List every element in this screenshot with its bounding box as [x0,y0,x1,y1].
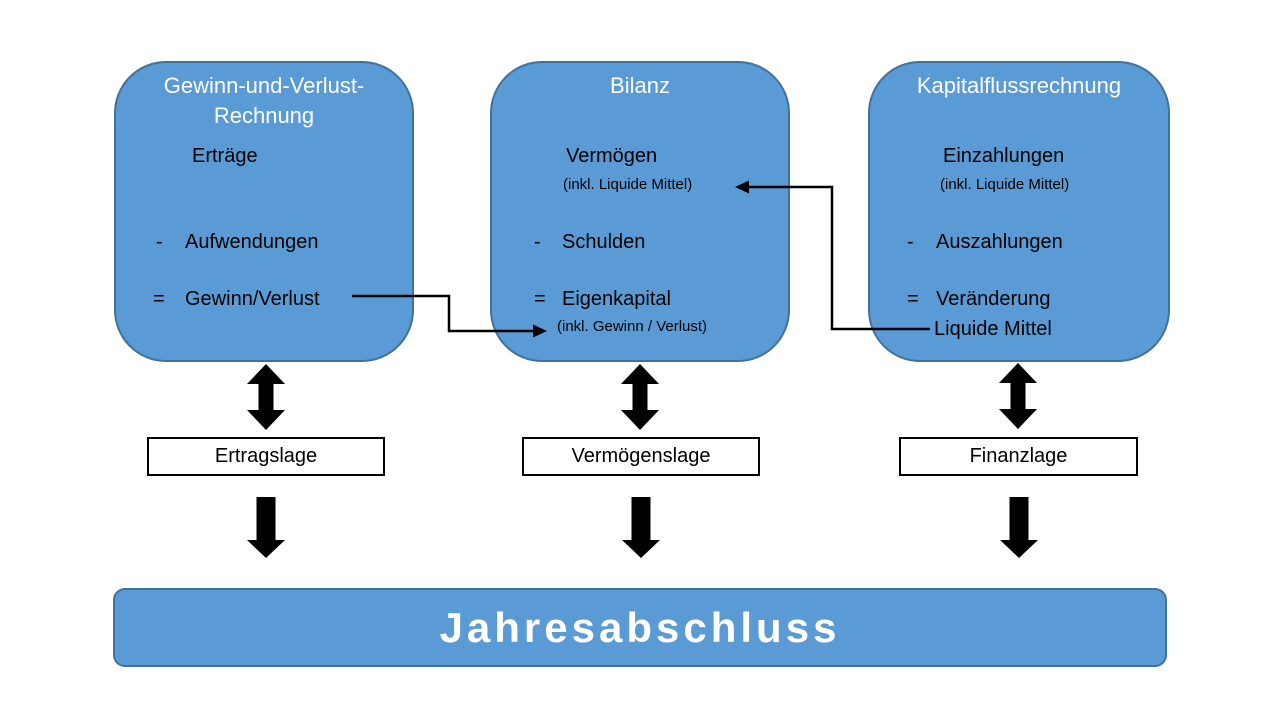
panel-title-line: Bilanz [610,73,670,98]
row-auszahlungen: Auszahlungen [936,231,1063,253]
jahresabschluss-banner: Jahresabschluss [113,588,1167,667]
panel-title-kapitalfluss: Kapitalflussrechnung [870,71,1168,101]
note-inkl-liquide-mittel: (inkl. Liquide Mittel) [563,176,693,193]
row-operator-minus: - [907,231,914,253]
note-inkl-liquide-mittel: (inkl. Liquide Mittel) [940,176,1070,193]
panel-title-bilanz: Bilanz [492,71,788,101]
row-schulden: Schulden [562,231,646,253]
row-operator-equals: = [534,288,546,310]
double-arrow-finanzlage [999,363,1037,429]
row-einzahlungen: Einzahlungen [943,145,1065,167]
panel-title-line: Kapitalflussrechnung [916,73,1122,98]
panel-kapitalflussrechnung: Kapitalflussrechnung Einzahlungen (inkl.… [868,61,1170,362]
down-arrow-ertragslage [247,497,285,558]
label-box-ertragslage: Ertragslage [147,437,385,476]
double-arrow-vermoegenslage [621,364,659,430]
row-ertraege: Erträge [192,145,258,167]
row-eigenkapital: Eigenkapital [562,288,671,310]
double-arrow-ertragslage [247,364,285,430]
label-ertragslage: Ertragslage [214,445,318,467]
label-box-vermoegenslage: Vermögenslage [522,437,760,476]
panel-title-line: Gewinn-und-Verlust- [163,73,365,98]
label-box-finanzlage: Finanzlage [899,437,1138,476]
panel-gewinn-und-verlust-rechnung: Gewinn-und-Verlust- Rechnung Erträge - A… [114,61,414,362]
row-veraenderung: Veränderung [936,288,1051,310]
row-operator-equals: = [153,288,165,310]
note-inkl-gewinn-verlust: (inkl. Gewinn / Verlust) [557,318,708,335]
label-vermoegenslage: Vermögenslage [571,445,711,467]
panel-title-guv: Gewinn-und-Verlust- Rechnung [116,71,412,131]
down-arrow-vermoegenslage [622,497,660,558]
label-finanzlage: Finanzlage [969,445,1068,467]
row-aufwendungen: Aufwendungen [185,231,319,253]
row-liquide-mittel: Liquide Mittel [934,318,1052,340]
jahresabschluss-label: Jahresabschluss [439,604,841,651]
row-operator-minus: - [156,231,163,253]
row-operator-minus: - [534,231,541,253]
down-arrow-finanzlage [1000,497,1038,558]
panel-bilanz: Bilanz Vermögen (inkl. Liquide Mittel) -… [490,61,790,362]
row-gewinn-verlust: Gewinn/Verlust [185,288,320,310]
row-operator-equals: = [907,288,919,310]
panel-title-line: Rechnung [213,103,315,128]
row-vermoegen: Vermögen [566,145,658,167]
